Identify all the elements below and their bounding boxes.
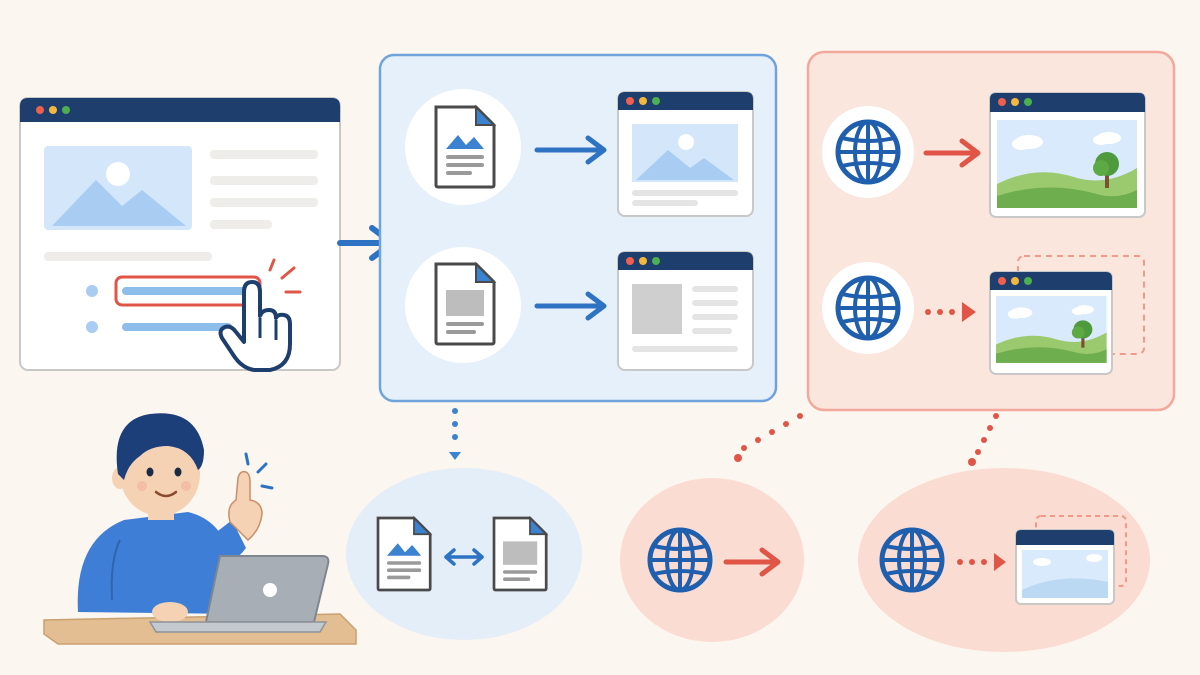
arrow-image-file-to-window	[534, 135, 607, 165]
text-preview-window-icon	[617, 251, 754, 371]
person-with-laptop-icon	[43, 413, 357, 645]
globe-icon	[838, 122, 898, 182]
swap-arrow-icon	[444, 548, 484, 566]
bubble-globe-dotted	[858, 468, 1150, 652]
text-file-icon	[434, 262, 496, 346]
arrow-solid	[723, 547, 781, 577]
click-burst-icon	[268, 258, 302, 294]
stacked-windows-icon	[989, 255, 1145, 375]
dotted-connector-local	[449, 408, 461, 460]
dotted-connector-remote-right	[968, 413, 999, 466]
image-file-icon	[434, 105, 496, 189]
dotted-connector-remote-left	[734, 413, 803, 462]
image-preview-window-icon	[617, 91, 754, 217]
source-webpage-window-icon	[19, 97, 341, 371]
remote-resources-panel	[806, 50, 1176, 412]
globe-icon	[882, 530, 942, 590]
bubble-file-swap	[346, 468, 582, 640]
landscape-window-icon	[989, 92, 1146, 218]
image-file-icon	[376, 516, 432, 592]
click-hand-cursor-icon	[218, 280, 292, 372]
arrow-text-file-to-window	[534, 291, 607, 321]
arrow-globe-to-window-solid	[923, 138, 981, 168]
bubble-globe-solid	[620, 478, 804, 642]
globe-icon	[838, 278, 898, 338]
local-files-panel	[378, 53, 778, 403]
arrow-globe-to-window-dotted	[925, 302, 976, 322]
stacked-windows-icon	[1015, 515, 1127, 605]
arrow-dotted	[957, 553, 1006, 571]
text-file-icon	[492, 516, 548, 592]
globe-icon	[650, 530, 710, 590]
